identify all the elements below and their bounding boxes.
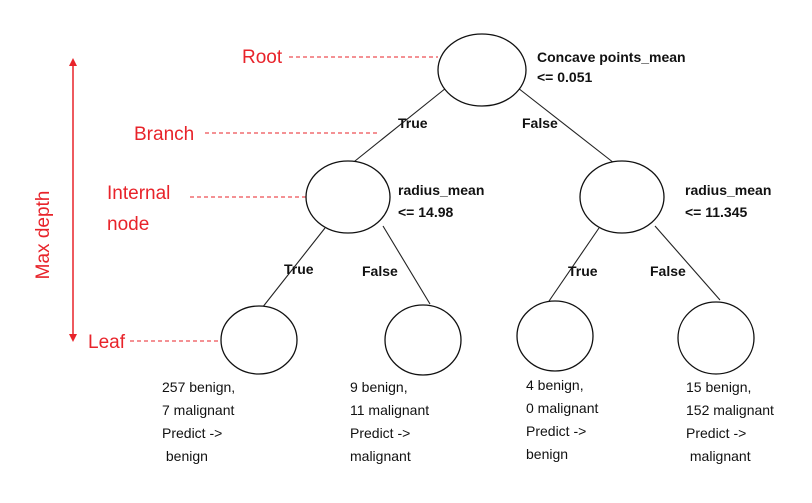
leaf-2-line1: 9 benign, <box>350 379 408 395</box>
leaf-4-line1: 15 benign, <box>686 379 751 395</box>
leaf-3-line2: 0 malignant <box>526 400 598 416</box>
edge-label-right-true: True <box>568 263 598 279</box>
leaf-node-2 <box>384 304 462 376</box>
root-node <box>437 33 527 107</box>
edge-right-leaf4 <box>654 225 721 301</box>
leaf-2-line4: malignant <box>350 448 411 464</box>
left-condition-line2: <= 14.98 <box>398 204 453 220</box>
edge-right-leaf3 <box>546 227 600 305</box>
root-annotation: Root <box>242 47 283 68</box>
edge-label-root-true: True <box>398 115 428 131</box>
leaf-2-line2: 11 malignant <box>350 402 429 418</box>
leaf-1-line3: Predict -> <box>162 425 222 441</box>
leaf-node-4 <box>677 301 755 375</box>
leaf-node-1 <box>220 305 298 375</box>
root-condition-line2: <= 0.051 <box>537 69 592 85</box>
branch-annotation: Branch <box>134 124 194 145</box>
right-condition-line1: radius_mean <box>685 182 771 198</box>
edge-left-leaf2 <box>382 225 431 305</box>
edge-root-left <box>349 87 447 166</box>
leaf-1-line4: benign <box>162 448 208 464</box>
root-condition-line1: Concave points_mean <box>537 49 686 65</box>
edge-label-left-false: False <box>362 263 398 279</box>
internal-node-annotation-line2: node <box>107 214 149 235</box>
max-depth-label: Max depth <box>33 191 54 280</box>
leaf-node-3 <box>516 300 594 372</box>
leaf-4-line2: 152 malignant <box>686 402 774 418</box>
leaf-1-line1: 257 benign, <box>162 379 235 395</box>
leaf-2-line3: Predict -> <box>350 425 410 441</box>
internal-node-left <box>305 160 391 234</box>
edge-label-root-false: False <box>522 115 558 131</box>
leaf-2-description: 9 benign, 11 malignant Predict -> malign… <box>350 379 429 464</box>
leaf-1-line2: 7 malignant <box>162 402 234 418</box>
edge-label-left-true: True <box>284 261 314 277</box>
edge-label-right-false: False <box>650 263 686 279</box>
leaf-3-line1: 4 benign, <box>526 377 584 393</box>
leaf-3-line3: Predict -> <box>526 423 586 439</box>
leaf-3-description: 4 benign, 0 malignant Predict -> benign <box>526 377 598 462</box>
internal-node-annotation-line1: Internal <box>107 183 170 204</box>
edge-root-right <box>517 87 615 164</box>
internal-node-right <box>579 160 665 234</box>
leaf-4-description: 15 benign, 152 malignant Predict -> mali… <box>686 379 774 464</box>
leaf-1-description: 257 benign, 7 malignant Predict -> benig… <box>162 379 235 464</box>
leaf-4-line4: malignant <box>686 448 751 464</box>
leaf-3-line4: benign <box>526 446 568 462</box>
leaf-annotation: Leaf <box>88 332 126 353</box>
edge-left-leaf1 <box>261 227 326 309</box>
left-condition-line1: radius_mean <box>398 182 484 198</box>
leaf-4-line3: Predict -> <box>686 425 746 441</box>
right-condition-line2: <= 11.345 <box>685 204 748 220</box>
